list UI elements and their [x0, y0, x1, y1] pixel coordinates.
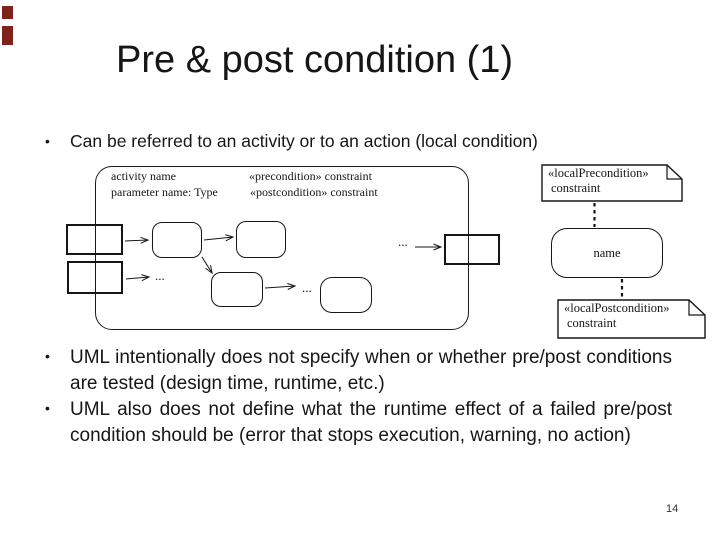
action-node [152, 222, 202, 258]
bullet-text: UML also does not define what the runtim… [70, 399, 672, 446]
note-shape [541, 164, 683, 202]
bullet-item: • UML also does not define what the runt… [40, 397, 672, 448]
precondition-label: «precondition» constraint [249, 169, 372, 183]
note-body: constraint [567, 316, 617, 330]
bullet-marker: • [45, 400, 50, 416]
action-node [320, 277, 372, 313]
output-parameter-node [444, 234, 500, 265]
input-parameter-node [66, 224, 123, 255]
bullet-item: • Can be referred to an activity or to a… [40, 130, 672, 152]
action-node [236, 221, 286, 258]
parameter-label: parameter name: Type [111, 185, 218, 199]
note-text: «localPrecondition» constraint [541, 164, 683, 196]
ellipsis: ... [155, 268, 165, 283]
bullet-marker: • [45, 348, 50, 364]
note-stereotype: «localPrecondition» [548, 166, 649, 180]
note-body: constraint [551, 181, 601, 195]
local-action-node: name [551, 228, 663, 278]
note-stereotype: «localPostcondition» [564, 301, 670, 315]
bullet-text: UML intentionally does not specify when … [70, 347, 672, 394]
activity-name-label: activity name [111, 169, 176, 183]
ellipsis: ... [398, 234, 408, 249]
corner-brand-mark [2, 6, 13, 19]
input-parameter-node [67, 261, 123, 294]
activity-frame [95, 166, 469, 330]
slide-title: Pre & post condition (1) [116, 39, 514, 81]
ellipsis: ... [302, 280, 312, 295]
action-node [211, 272, 263, 307]
corner-brand-mark [2, 26, 13, 45]
page-number: 14 [666, 503, 679, 515]
bullet-item: • UML intentionally does not specify whe… [40, 345, 672, 396]
note-shape [557, 299, 706, 339]
postcondition-label: «postcondition» constraint [250, 185, 378, 199]
bullet-marker: • [45, 133, 50, 149]
note-text: «localPostcondition» constraint [557, 299, 706, 331]
uml-note-local-precondition: «localPrecondition» constraint [541, 164, 683, 202]
bullet-text: Can be referred to an activity or to an … [70, 131, 538, 151]
action-name-label: name [593, 245, 621, 260]
uml-note-local-postcondition: «localPostcondition» constraint [557, 299, 706, 339]
